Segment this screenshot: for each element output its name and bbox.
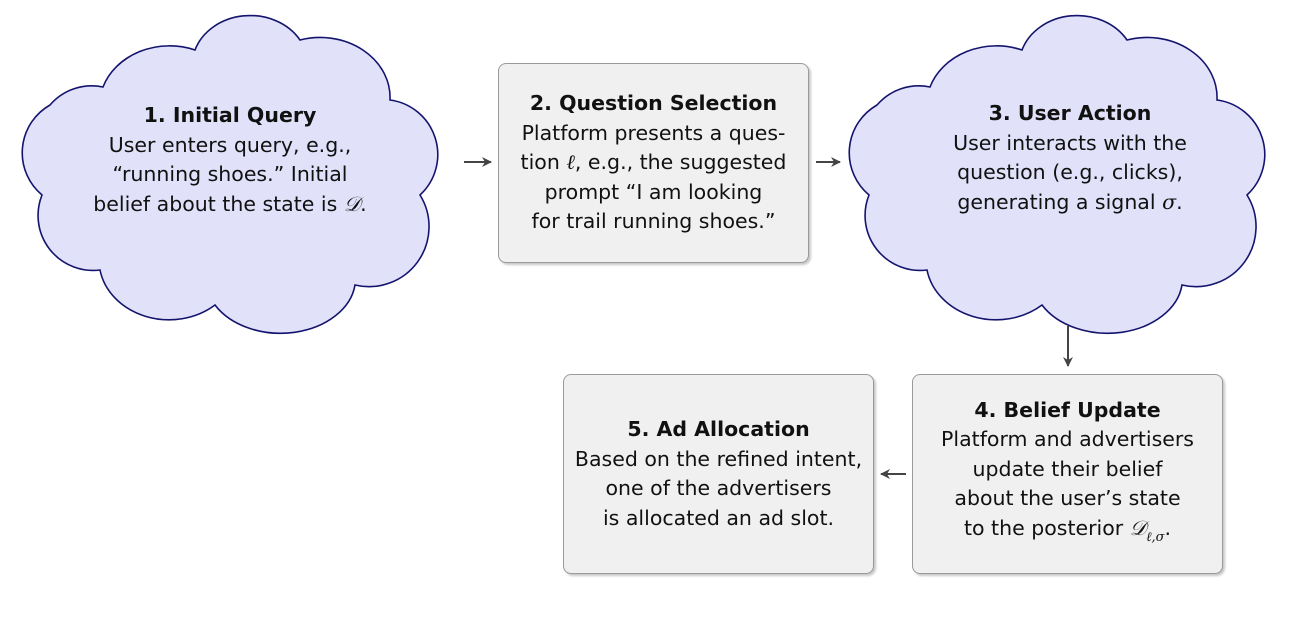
step-2-text-line-3: prompt “I am looking [544, 179, 763, 204]
step-1-title: 1. Initial Query [143, 103, 317, 127]
step-4-text-line-4: to the posterior 𝒟ℓ,σ. [964, 514, 1171, 553]
step-3-text-line-1: User interacts with the [953, 130, 1187, 155]
step-5-title: 5. Ad Allocation [627, 417, 810, 441]
step-2-text-line-1: Platform presents a ques- [521, 120, 786, 145]
step-4-period: . [1164, 515, 1172, 540]
signal-sigma-symbol: σ [1162, 189, 1177, 214]
step-3-text-line-3-text: generating a signal [957, 189, 1163, 214]
step-1-text-line-3-text: belief about the state is [93, 191, 344, 216]
step-3-text-line-3: generating a signal σ. [957, 188, 1182, 218]
step-4-belief-update: 4. Belief Update Platform and advertiser… [912, 374, 1223, 574]
step-1-period: . [360, 191, 367, 216]
step-5-ad-allocation: 5. Ad Allocation Based on the refined in… [563, 374, 874, 574]
belief-d-symbol: 𝒟 [343, 191, 361, 216]
step-2-text-line-2: tion ℓ, e.g., the suggested [521, 148, 787, 178]
step-4-text-line-2: update their belief [972, 456, 1163, 481]
question-ell-symbol: ℓ [566, 150, 575, 175]
step-2-text-line-4: for trail running shoes.” [531, 209, 776, 234]
step-3-period: . [1176, 189, 1183, 214]
step-5-text-line-3: is allocated an ad slot. [602, 505, 835, 530]
step-2-title: 2. Question Selection [529, 91, 778, 116]
step-4-title: 4. Belief Update [974, 397, 1161, 422]
step-2-text-line-2b: , e.g., the suggested [574, 150, 787, 175]
step-5-text-line-1: Based on the refined intent, [574, 446, 863, 471]
step-1-text-line-2: “running shoes.” Initial [112, 162, 348, 186]
posterior-subscript: ℓ,σ [1146, 529, 1165, 545]
step-1-text-line-1: User enters query, e.g., [108, 132, 352, 157]
cloud-shape-3 [848, 14, 1266, 335]
step-4-text-line-1: Platform and advertisers [941, 427, 1194, 452]
step-3-user-action: 3. User Action User interacts with the q… [895, 88, 1245, 228]
step-3-text-line-2: question (e.g., clicks), [957, 160, 1183, 184]
step-1-text-line-3: belief about the state is 𝒟. [93, 190, 366, 220]
step-2-question-selection: 2. Question Selection Platform presents … [498, 63, 809, 263]
step-4-text-line-4-text: to the posterior [963, 515, 1130, 540]
step-4-text-line-3: about the user’s state [954, 486, 1181, 511]
posterior-d-symbol: 𝒟 [1129, 515, 1147, 540]
step-2-text-line-2a: tion [520, 150, 567, 175]
step-3-title: 3. User Action [988, 101, 1152, 125]
step-1-initial-query: 1. Initial Query User enters query, e.g.… [60, 90, 400, 230]
cloud-shape-1 [21, 14, 439, 335]
step-5-text-line-2: one of the advertisers [605, 476, 832, 500]
